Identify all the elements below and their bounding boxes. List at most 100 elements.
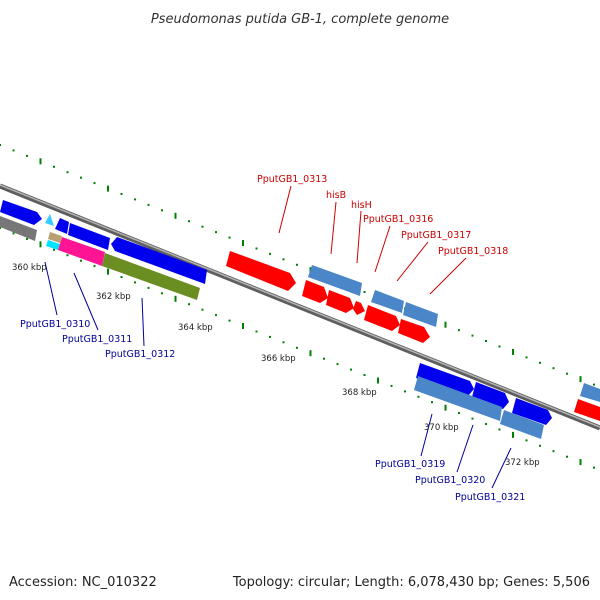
gene-label-pputgb1-0319[interactable]: PputGB1_0319 [375,459,445,470]
minor-tick [593,466,595,469]
gene-label-pputgb1-0313[interactable]: PputGB1_0313 [257,174,327,185]
minor-tick [282,341,285,344]
minor-tick [228,319,231,322]
major-tick [512,348,514,355]
minor-tick [552,367,555,370]
major-tick [174,212,177,219]
gene-arrow[interactable] [353,301,365,315]
tick-label: 372 kbp [505,458,540,468]
minor-tick [525,356,528,359]
minor-tick [498,345,501,348]
gene-label-pputgb1-0318[interactable]: PputGB1_0318 [438,246,508,257]
minor-tick [201,308,204,311]
minor-tick [539,361,541,364]
gene-arrow[interactable] [308,265,362,296]
minor-tick [390,384,393,387]
gene-arrow[interactable] [48,232,62,243]
major-tick [242,323,244,329]
left-gene-cluster [0,200,207,300]
minor-tick [363,374,366,376]
gene-arrow[interactable] [398,319,430,343]
minor-tick [201,225,204,228]
gene-arrow[interactable] [414,376,502,421]
minor-tick [296,263,298,266]
gene-arrow[interactable] [111,237,207,284]
minor-tick [336,363,339,366]
gene-arrow[interactable] [0,216,37,241]
genome-backbone [0,183,600,431]
gene-label-hish[interactable]: hisH [351,200,372,211]
gene-arrow[interactable] [500,410,544,439]
gene-arrow[interactable] [326,290,354,313]
gene-arrow[interactable] [0,200,42,225]
minor-tick [147,203,150,206]
gene-arrow[interactable] [574,399,600,421]
major-tick [107,185,109,192]
gene-label-hisb[interactable]: hisB [326,190,346,201]
gene-label-pputgb1-0316[interactable]: PputGB1_0316 [363,214,433,225]
topology-text: Topology: circular; Length: 6,078,430 bp… [232,575,590,590]
gene-label-pputgb1-0320[interactable]: PputGB1_0320 [415,475,485,486]
major-tick [39,158,42,165]
minor-tick [12,149,15,152]
middle-gene-cluster [226,251,438,343]
gene-arrow[interactable] [371,290,404,313]
gene-arrow[interactable] [512,398,552,425]
minor-tick [269,252,271,255]
gene-label-pputgb1-0317[interactable]: PputGB1_0317 [401,230,471,241]
minor-tick [12,232,15,235]
minor-tick [147,286,150,289]
minor-tick [66,171,69,174]
axis-tick-labels: 360 kbp 362 kbp 364 kbp 366 kbp 368 kbp … [12,263,540,468]
minor-tick [458,412,460,415]
minor-tick [269,335,271,338]
minor-tick [80,259,82,262]
leader-lines-top [278,185,467,295]
gene-arrow[interactable] [46,240,60,250]
gene-arrow[interactable] [102,253,200,300]
major-tick [444,321,447,328]
minor-tick [539,444,541,447]
minor-tick [0,144,1,146]
minor-tick [120,193,123,195]
gene-arrow[interactable] [68,223,110,250]
gene-label-pputgb1-0311[interactable]: PputGB1_0311 [62,334,132,345]
tick-label: 366 kbp [261,354,296,364]
minor-tick [120,276,123,278]
genome-title: Pseudomonas putida GB-1, complete genome [151,12,449,27]
gene-arrow[interactable] [580,383,600,402]
major-tick [579,459,582,466]
gene-arrow[interactable] [302,280,328,303]
gene-labels-bottom: PputGB1_0310 PputGB1_0311 PputGB1_0312 P… [20,319,525,503]
gene-label-pputgb1-0312[interactable]: PputGB1_0312 [105,349,175,360]
gene-arrow[interactable] [55,218,69,234]
gene-arrow[interactable] [472,382,509,409]
minor-tick [26,154,28,157]
major-tick [444,404,447,411]
gene-arrow[interactable] [45,214,54,226]
leader-lines-bottom [44,261,512,489]
minor-tick [296,346,298,349]
gene-arrow[interactable] [58,237,105,266]
minor-tick [323,357,325,360]
gene-arrow[interactable] [226,251,296,291]
minor-tick [485,340,487,342]
gene-arrow[interactable] [416,363,474,396]
gene-label-pputgb1-0321[interactable]: PputGB1_0321 [455,492,525,503]
minor-tick [53,165,55,168]
minor-tick [566,372,568,375]
gene-label-pputgb1-0310[interactable]: PputGB1_0310 [20,319,90,330]
minor-tick [350,368,352,371]
tick-label: 370 kbp [424,423,459,433]
major-tick [174,295,177,302]
major-tick [579,376,582,383]
minor-tick [255,247,258,250]
gene-arrow[interactable] [364,305,400,331]
gene-arrow[interactable] [403,302,438,327]
major-tick [377,377,379,384]
minor-tick [215,314,217,317]
major-tick [512,431,514,438]
major-tick [242,240,244,246]
minor-tick [255,330,258,333]
